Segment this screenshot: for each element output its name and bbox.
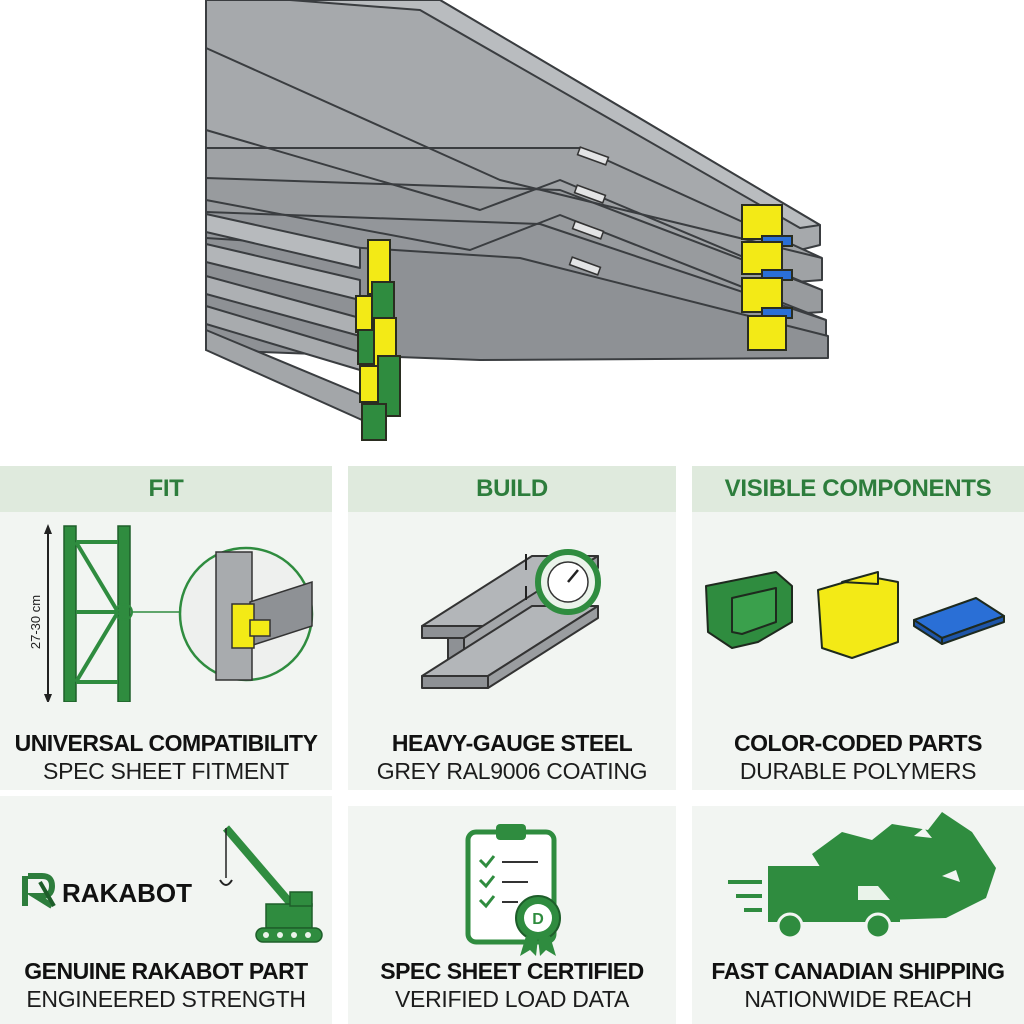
feature-subtitle: GREY RAL9006 COATING: [376, 758, 648, 784]
feature-subtitle: DURABLE POLYMERS: [739, 758, 977, 784]
build-header: BUILD: [348, 466, 676, 512]
visible-components-panel: VISIBLE COMPONENTS COLOR-CODED PARTS DUR…: [692, 466, 1024, 790]
visible-components-header: VISIBLE COMPONENTS: [692, 466, 1024, 512]
crane-icon: [219, 825, 323, 943]
feature-title: UNIVERSAL COMPATIBILITY: [14, 730, 318, 756]
build-panel: BUILD HEAVY-GAUGE STEEL GREY RAL9006 COA…: [348, 466, 676, 790]
feature-subtitle: NATIONWIDE REACH: [744, 986, 972, 1012]
dimension-label: 27-30 cm: [28, 595, 43, 649]
feature-title: GENUINE RAKABOT PART: [24, 958, 308, 984]
svg-text:D: D: [532, 911, 544, 928]
upright-frame-connector-icon: 27-30 cm: [0, 522, 332, 704]
fit-panel: FIT 27-30 cm: [0, 466, 332, 790]
stacked-beams-illustration: [205, 0, 829, 441]
color-coded-clips-icon: [692, 562, 1024, 672]
brand-illustration: RAKABOT: [0, 822, 332, 952]
genuine-part-panel: RAKABOT GENUINE RAKABOT PART ENGINEERED …: [0, 796, 332, 1024]
fit-header: FIT: [0, 466, 332, 512]
brand-name: RAKABOT: [62, 878, 192, 908]
rakabot-logo-icon: [22, 873, 56, 909]
delivery-truck-canada-icon: [692, 806, 1024, 954]
feature-subtitle: ENGINEERED STRENGTH: [26, 986, 306, 1012]
certified-panel: D SPEC SHEET CERTIFIED VERIFIED LOAD DAT…: [348, 806, 676, 1024]
feature-subtitle: VERIFIED LOAD DATA: [394, 986, 629, 1012]
feature-subtitle: SPEC SHEET FITMENT: [43, 758, 289, 784]
feature-title: COLOR-CODED PARTS: [734, 730, 982, 756]
shipping-panel: FAST CANADIAN SHIPPING NATIONWIDE REACH: [692, 806, 1024, 1024]
product-image: [0, 0, 1024, 458]
feature-title: FAST CANADIAN SHIPPING: [711, 958, 1005, 984]
steel-i-beam-gauge-icon: [348, 536, 676, 706]
feature-title: HEAVY-GAUGE STEEL: [391, 730, 633, 756]
certified-clipboard-icon: D: [348, 818, 676, 958]
feature-title: SPEC SHEET CERTIFIED: [380, 958, 644, 984]
